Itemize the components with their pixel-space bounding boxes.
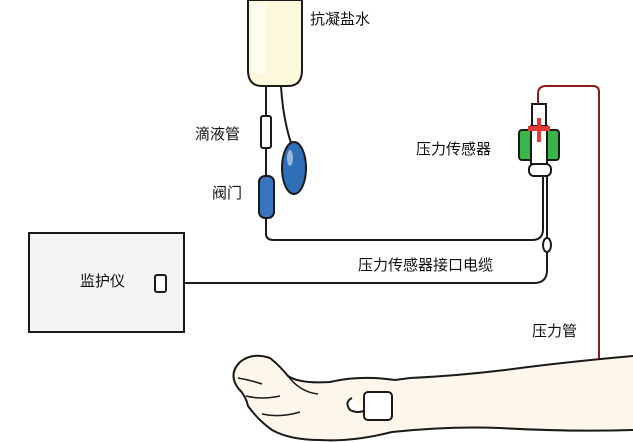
catheter-hub [363, 391, 393, 421]
label-pressure-sensor: 压力传感器 [416, 140, 492, 158]
label-monitor: 监护仪 [80, 272, 126, 290]
monitor-port [154, 274, 167, 293]
valve [258, 175, 275, 219]
flush-bulb [281, 141, 307, 195]
pressure-sensor [518, 103, 560, 177]
saline-tube [265, 176, 544, 241]
saline-bag [247, 0, 303, 87]
label-sensor-cable: 压力传感器接口电缆 [358, 256, 494, 274]
label-drip-tube: 滴液管 [195, 125, 241, 143]
patient-arm [232, 354, 633, 442]
pressure-tube-line [390, 85, 600, 411]
label-valve: 阀门 [212, 184, 243, 202]
bulb-tube [280, 85, 293, 147]
label-pressure-tube: 压力管 [532, 322, 578, 340]
label-saline: 抗凝盐水 [310, 10, 371, 28]
drip-chamber [260, 115, 272, 149]
